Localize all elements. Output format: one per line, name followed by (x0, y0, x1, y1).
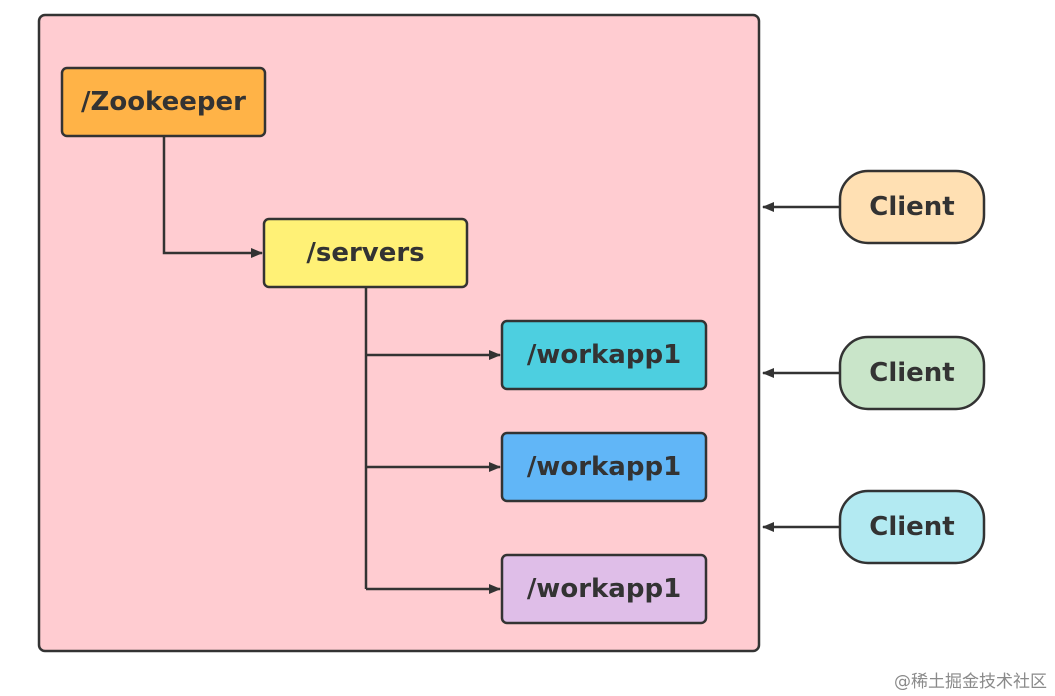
node-workapp-2-label: /workapp1 (527, 452, 681, 482)
node-zookeeper-label: /Zookeeper (81, 87, 246, 117)
node-workapp-1-label: /workapp1 (527, 340, 681, 370)
node-workapp-1: /workapp1 (500, 319, 708, 391)
node-servers-label: /servers (306, 238, 424, 268)
node-servers: /servers (262, 217, 469, 289)
node-workapp-2: /workapp1 (500, 431, 708, 503)
node-client-3-label: Client (869, 512, 954, 542)
node-client-1-label: Client (869, 192, 954, 222)
node-client-3: Client (838, 489, 986, 565)
node-client-2: Client (838, 335, 986, 411)
watermark: @稀土掘金技术社区 (894, 672, 1047, 692)
node-workapp-3: /workapp1 (500, 553, 708, 625)
node-zookeeper: /Zookeeper (60, 66, 267, 138)
node-client-2-label: Client (869, 358, 954, 388)
node-workapp-3-label: /workapp1 (527, 574, 681, 604)
connector-root-to-servers (162, 136, 263, 258)
node-client-1: Client (838, 169, 986, 245)
